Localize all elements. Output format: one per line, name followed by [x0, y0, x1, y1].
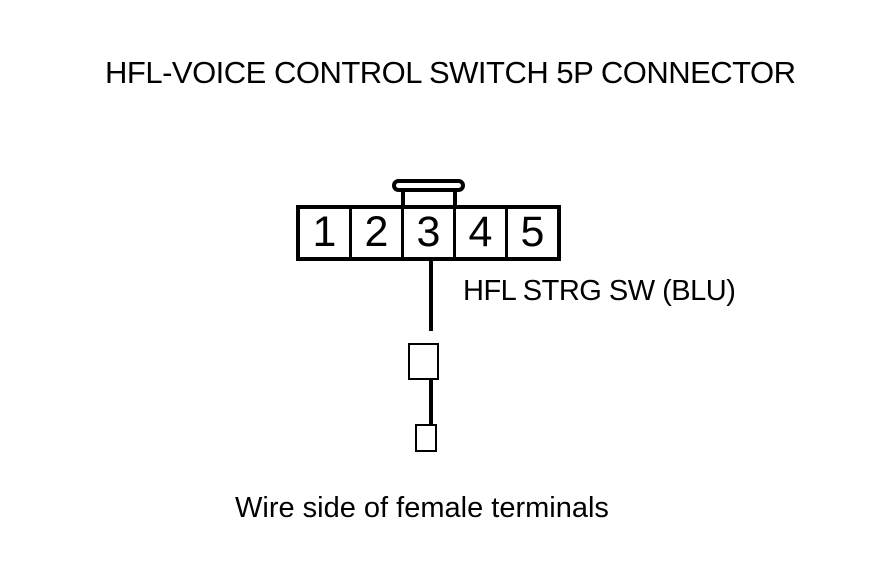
terminal-symbol-small [415, 424, 437, 452]
pin-cell-1: 1 [300, 209, 352, 257]
wire-segment-upper [429, 261, 433, 331]
caption: Wire side of female terminals [235, 492, 609, 524]
terminal-symbol-large [408, 343, 439, 380]
pin-cell-4: 4 [456, 209, 508, 257]
pin-cell-3: 3 [404, 209, 456, 257]
diagram-title: HFL-VOICE CONTROL SWITCH 5P CONNECTOR [105, 55, 796, 90]
wire-segment-lower [429, 380, 433, 424]
pin-cell-5: 5 [520, 208, 545, 256]
connector-lock-tab [392, 179, 465, 192]
pin-cell-2: 2 [352, 209, 404, 257]
wire-label: HFL STRG SW (BLU) [463, 275, 736, 307]
connector-body: 1 2 3 4 5 [296, 205, 561, 261]
connector-lock-tab-leg-right [453, 191, 457, 205]
connector-lock-tab-leg-left [401, 191, 405, 205]
